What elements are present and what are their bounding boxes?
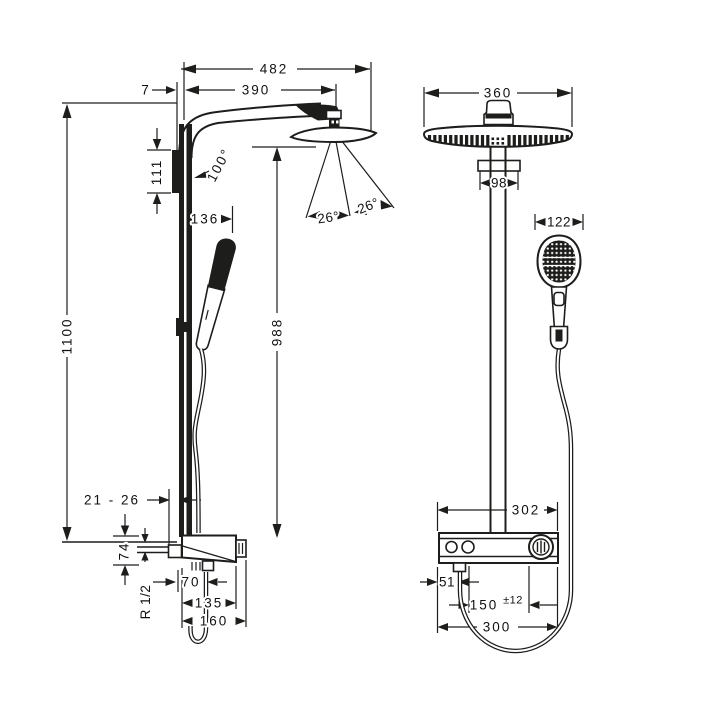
dim-160: 160 xyxy=(200,614,229,629)
dim-7: 7 xyxy=(141,83,151,98)
dim-122: 122 xyxy=(547,215,571,230)
dim-482: 482 xyxy=(260,62,289,77)
dim-302: 302 xyxy=(512,503,541,518)
shower-hose-front xyxy=(457,348,574,654)
dim-300: 300 xyxy=(483,620,512,635)
front-dimension-arrowheads xyxy=(424,88,583,631)
dim-51: 51 xyxy=(439,575,455,590)
dim-74: 74 xyxy=(117,541,132,560)
dim-100deg: 100° xyxy=(204,146,234,185)
dim-26-left: 26° xyxy=(316,209,340,227)
hose-outlet xyxy=(452,562,467,573)
shower-hose-side xyxy=(192,348,207,534)
dim-111: 111 xyxy=(149,159,164,186)
center-nozzle-dots xyxy=(491,137,505,145)
dim-988: 988 xyxy=(270,318,285,347)
wall-bracket xyxy=(172,150,181,193)
dim-70: 70 xyxy=(181,575,200,590)
dim-360: 360 xyxy=(484,86,513,101)
spray-angle-lines xyxy=(305,130,395,219)
dim-390: 390 xyxy=(242,83,271,98)
pipe-flange xyxy=(477,159,521,172)
front-dimension-labels: 360 98 122 302 51 150 ±12 300 xyxy=(437,84,573,637)
dim-136: 136 xyxy=(191,212,220,227)
head-mount-cap xyxy=(483,99,514,126)
front-dimension-lines xyxy=(420,87,584,633)
pipe-front xyxy=(477,147,521,533)
dim-98: 98 xyxy=(491,176,507,191)
reference-lines xyxy=(62,102,316,148)
hand-shower-holder-side xyxy=(176,318,191,336)
supply-pipe-side xyxy=(62,541,177,554)
hose-loop-side xyxy=(188,572,209,644)
hand-shower-side xyxy=(195,238,236,351)
side-dimension-labels: 482 390 7 1100 988 111 100° 136 26° 26° … xyxy=(58,60,384,631)
overhead-shower-side xyxy=(289,109,378,144)
dim-135: 135 xyxy=(195,596,224,611)
thermostat-valve-front xyxy=(438,532,559,573)
select-button-right xyxy=(461,540,475,554)
dim-150-tolerance: ±12 xyxy=(503,595,523,607)
dim-26-right: 26° xyxy=(355,195,381,217)
dim-21-26: 21 - 26 xyxy=(84,493,140,508)
front-view: 360 98 122 302 51 150 ±12 300 xyxy=(420,84,584,654)
dim-r12: R 1/2 xyxy=(138,585,153,620)
select-button xyxy=(553,291,565,307)
dim-150: 150 xyxy=(470,598,499,613)
thermostat-valve-side xyxy=(167,534,247,572)
select-button-left xyxy=(445,540,458,554)
dim-1100: 1100 xyxy=(60,317,75,354)
hand-shower-front xyxy=(536,234,582,350)
side-view: 482 390 7 1100 988 111 100° 136 26° 26° … xyxy=(58,60,395,644)
overhead-shower-front xyxy=(422,99,574,148)
overhead-head-outline xyxy=(289,126,378,144)
